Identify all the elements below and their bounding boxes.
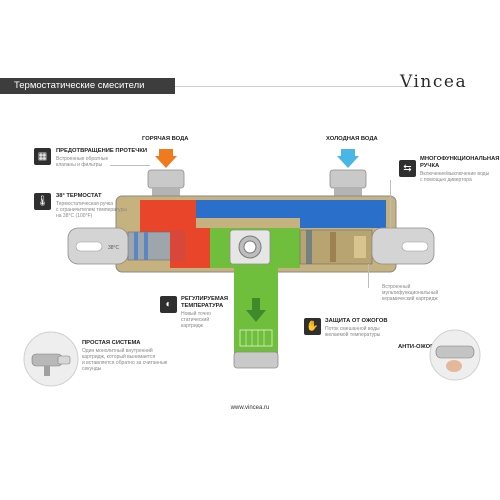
leader-line [368, 264, 369, 288]
feature-leak-text-1: Встроенные обратные [56, 156, 109, 162]
diverter-handle [371, 227, 435, 265]
feature-burn-text-2: желаемой температуры [325, 332, 381, 338]
feature-thermostat-text-2: с ограничителем температуры [56, 207, 127, 213]
thermometer-icon: 🌡 [34, 193, 51, 210]
feature-regulated-title-2: ТЕМПЕРАТУРА [181, 303, 224, 309]
feature-simple-text-3: и вставляется обратно за считанные [82, 360, 168, 366]
cold-water-arrow-icon [337, 149, 359, 168]
hot-water-label: ГОРЯЧАЯ ВОДА [142, 136, 189, 142]
header-bar [0, 78, 175, 94]
temperature-dial-icon: ◐ [160, 296, 177, 313]
feature-cartridge-text-1: Встроенный [382, 284, 411, 290]
leader-line [110, 165, 150, 166]
spout-outlet [233, 351, 279, 369]
hot-water-arrow-icon [155, 149, 177, 168]
feature-multi-text-2: с помощью дивертора [420, 177, 472, 183]
feature-cartridge-text-2: мультифункциональный [382, 290, 439, 296]
temperature-handle: 38°C [67, 227, 129, 265]
leader-line [390, 180, 391, 228]
feature-multi-title-1: МНОГОФУНКЦИОНАЛЬНАЯ [420, 156, 500, 162]
anti-burn-illustration [429, 329, 481, 381]
feature-leak-title: ПРЕДОТВРАЩЕНИЕ ПРОТЕЧКИ [56, 148, 148, 154]
header-divider [175, 86, 415, 87]
cold-water-label: ХОЛОДНАЯ ВОДА [326, 136, 378, 142]
dial-temperature-mark: 38°C [108, 245, 120, 251]
spout-aerator [239, 329, 273, 347]
feature-burn-text-1: Поток смешанной воды [325, 326, 380, 332]
feature-multi-text-1: Включение/выключение воды [420, 171, 490, 177]
feature-cartridge-text-3: керамический картридж [382, 296, 438, 302]
feature-thermostat-text-1: Термостатическая ручка [56, 201, 114, 207]
feature-regulated-text-2: статический [181, 317, 210, 323]
website-url[interactable]: www.vincea.ru [230, 405, 270, 411]
feature-simple-text-2: картридж, который вынимается [82, 354, 156, 360]
hand-icon: ✋ [304, 318, 321, 335]
feature-regulated-text-1: Новый точно [181, 311, 211, 317]
thermostatic-cartridge [127, 230, 185, 262]
feature-leak-text-2: клапаны и фильтры [56, 162, 103, 168]
feature-multi-title-2: РУЧКА [420, 163, 440, 169]
feature-burn-title: ЗАЩИТА ОТ ОЖОГОВ [325, 318, 388, 324]
cold-channel [196, 200, 386, 228]
feature-thermostat-text-3: на 38°С (100°F) [56, 213, 93, 219]
ceramic-cartridge [299, 229, 373, 265]
page-title: Термостатические смесители [14, 80, 145, 91]
feature-regulated-title-1: РЕГУЛИРУЕМАЯ [181, 296, 229, 302]
feature-regulated-text-3: картридж [181, 323, 203, 329]
feature-simple-text-1: Один монолитный внутренний [82, 348, 153, 354]
diverter-icon: ⇆ [399, 160, 416, 177]
flow-down-arrow-icon [246, 298, 266, 322]
filter-icon: ▦ [34, 148, 51, 165]
feature-thermostat-title: 38° ТЕРМОСТАТ [56, 193, 102, 199]
brand-logo: Vincea [400, 72, 468, 92]
feature-simple-title: ПРОСТАЯ СИСТЕМА [82, 340, 141, 346]
feature-simple-text-4: секунды [82, 366, 102, 372]
cartridge-removal-illustration [23, 331, 79, 387]
feature-antiburn-title: АНТИ-ОЖОГ [398, 344, 434, 350]
check-valve [229, 229, 271, 265]
